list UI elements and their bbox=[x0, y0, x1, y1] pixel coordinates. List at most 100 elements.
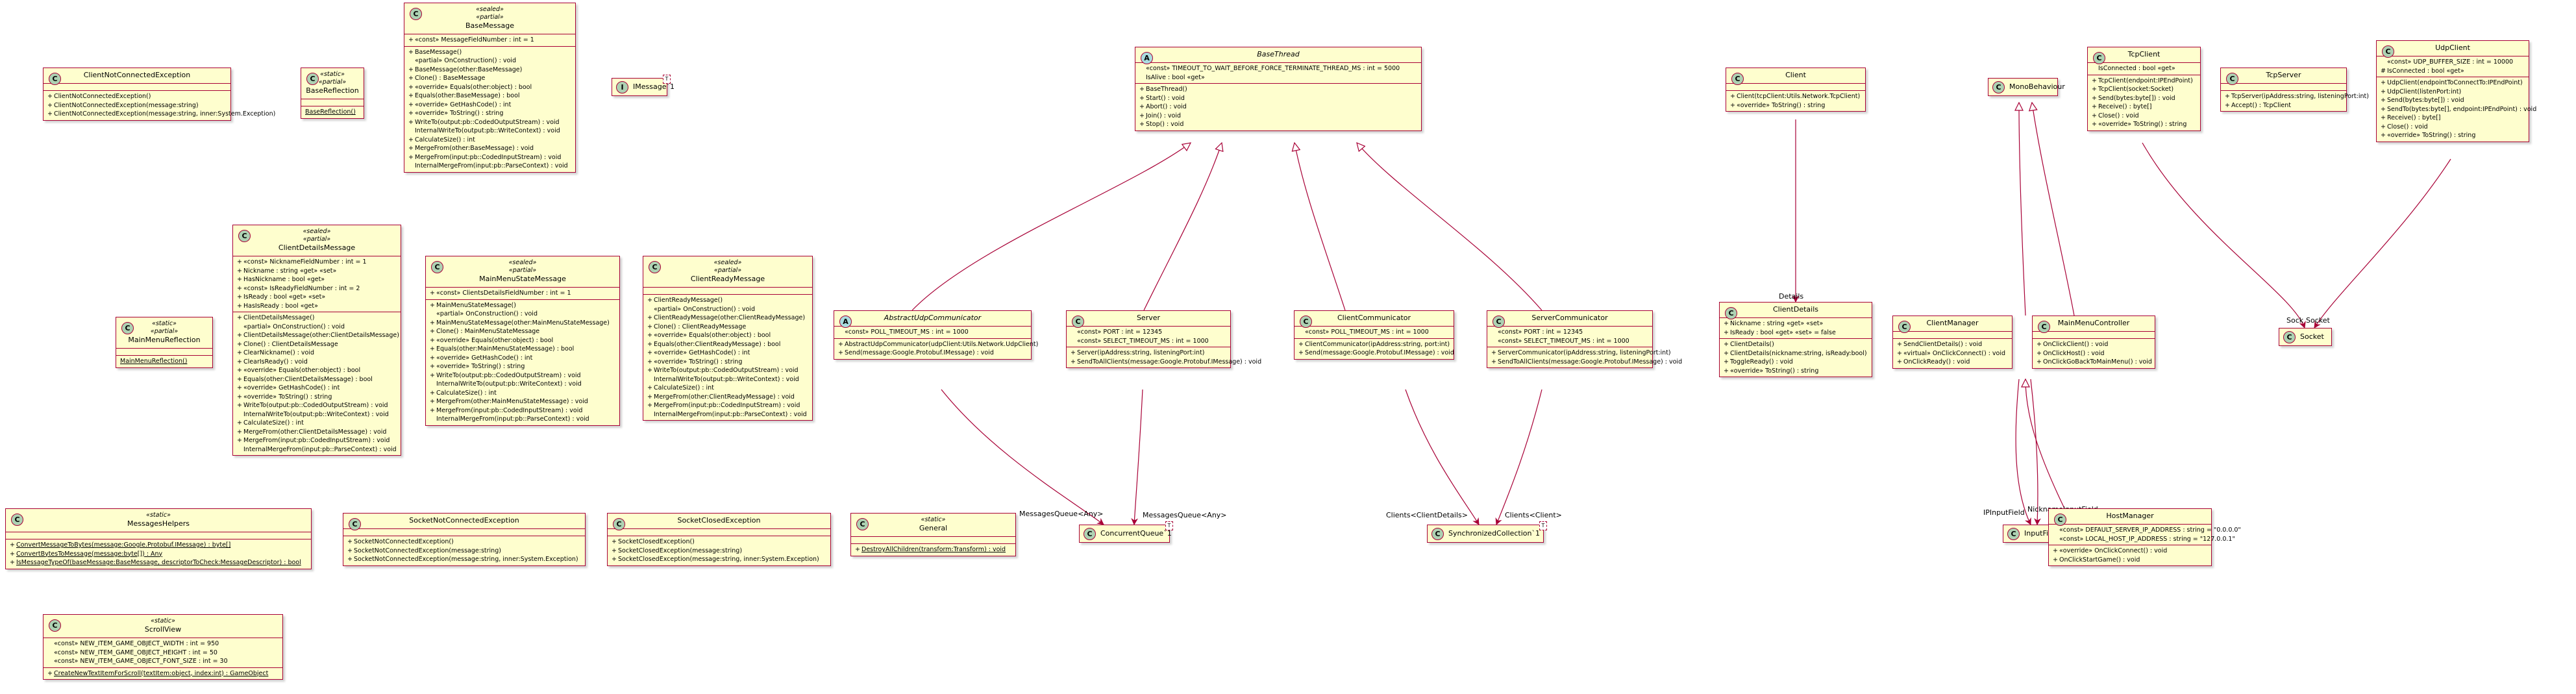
class-name: MainMenuController bbox=[2057, 319, 2130, 327]
methods-section: +DestroyAllChildren(transform:Transform)… bbox=[851, 543, 1015, 556]
class-icon: C bbox=[1492, 316, 1505, 328]
class-icon: C bbox=[2226, 73, 2238, 85]
method-row: +Close() : void bbox=[2381, 123, 2428, 130]
fields-section: «const» UDP_BUFFER_SIZE : int = 10000 #I… bbox=[2377, 56, 2529, 77]
class-abstract-udp-communicator[interactable]: A AbstractUdpCommunicator «const» POLL_T… bbox=[834, 310, 1038, 360]
interface-imessage-1[interactable]: I IMessage`1 T bbox=[612, 75, 675, 96]
method-row: +ClientDetailsMessage() bbox=[237, 314, 315, 321]
class-icon: C bbox=[613, 518, 625, 530]
methods-section: +AbstractUdpCommunicator(udpClient:Utils… bbox=[834, 338, 1038, 359]
fields-section: «const» POLL_TIMEOUT_MS : int = 1000 bbox=[834, 326, 1031, 338]
class-name: ClientReadyMessage bbox=[690, 275, 765, 283]
class-client-details-message[interactable]: C «sealed» «partial» ClientDetailsMessag… bbox=[232, 225, 401, 456]
class-mono-behaviour[interactable]: C MonoBehaviour bbox=[1988, 78, 2065, 96]
class-name: ConcurrentQueue`1 bbox=[1100, 529, 1172, 538]
stereotype: «sealed» bbox=[713, 259, 742, 266]
method-row: InternalWriteTo(output:pb::WriteContext)… bbox=[436, 380, 582, 388]
method-row: +CreateNewTextItemForScroll(textItem:obj… bbox=[47, 669, 269, 677]
class-base-message[interactable]: C «sealed» «partial» BaseMessage +«const… bbox=[404, 3, 576, 173]
method-row: +DestroyAllChildren(transform:Transform)… bbox=[855, 546, 1006, 553]
class-name: Server bbox=[1136, 314, 1161, 322]
class-icon: C bbox=[410, 8, 422, 20]
class-main-menu-controller[interactable]: C MainMenuController +OnClickClient() : … bbox=[2032, 316, 2155, 369]
stereotype: «partial» bbox=[150, 328, 179, 335]
methods-section: +ClientNotConnectedException() +ClientNo… bbox=[43, 90, 276, 120]
class-udp-client[interactable]: C UdpClient «const» UDP_BUFFER_SIZE : in… bbox=[2376, 40, 2536, 142]
fields-section: «const» DEFAULT_SERVER_IP_ADDRESS : stri… bbox=[2049, 524, 2241, 545]
class-client-manager[interactable]: C ClientManager +SendClientDetails() : v… bbox=[1892, 316, 2012, 369]
class-base-reflection[interactable]: C «static» «partial» BaseReflection Base… bbox=[301, 68, 364, 119]
methods-section: +TcpClient(endpoint:IPEndPoint) +TcpClie… bbox=[2088, 74, 2200, 130]
edge-abstractudpcommunicator-concurrentqueue bbox=[941, 389, 1104, 525]
class-host-manager-box[interactable]: C HostManager «const» DEFAULT_SERVER_IP_… bbox=[2048, 508, 2241, 566]
method-row: +Join() : void bbox=[1139, 112, 1182, 119]
method-row: +«override» ToString() : string bbox=[237, 393, 332, 401]
fields-section: IsConnected : bool «get» bbox=[2088, 62, 2200, 75]
method-row: +MergeFrom(other:BaseMessage) : void bbox=[408, 145, 534, 152]
class-tcp-client[interactable]: C TcpClient IsConnected : bool «get» +Tc… bbox=[2087, 47, 2201, 131]
class-client-details[interactable]: C ClientDetails +Nickname : string «get»… bbox=[1719, 302, 1872, 377]
field-row: «const» LOCAL_HOST_IP_ADDRESS : string =… bbox=[2059, 535, 2235, 543]
class-icon: C bbox=[431, 261, 443, 273]
class-client-communicator[interactable]: C ClientCommunicator «const» POLL_TIMEOU… bbox=[1294, 310, 1454, 360]
class-base-thread[interactable]: A BaseThread «const» TIMEOUT_TO_WAIT_BEF… bbox=[1135, 47, 1422, 131]
field-row: «const» NEW_ITEM_GAME_OBJECT_WIDTH : int… bbox=[54, 640, 219, 647]
class-messages-helpers[interactable]: C «static» MessagesHelpers +ConvertMessa… bbox=[5, 508, 312, 569]
edge-servercommunicator-synchronizedcollection bbox=[1495, 389, 1542, 526]
edge-udpclient-socket bbox=[2314, 158, 2451, 328]
method-row: +«override» ToString() : string bbox=[647, 358, 743, 366]
class-socket-closed-exception[interactable]: C SocketClosedException +SocketClosedExc… bbox=[607, 513, 831, 566]
edge-clientmanager-monobehaviour bbox=[2019, 103, 2026, 316]
class-main-menu-reflection[interactable]: C «static» «partial» MainMenuReflection … bbox=[116, 317, 213, 368]
class-general[interactable]: C «static» General +DestroyAllChildren(t… bbox=[850, 513, 1016, 556]
class-socket-not-connected-exception[interactable]: C SocketNotConnectedException +SocketNot… bbox=[343, 513, 586, 566]
methods-section: +CreateNewTextItemForScroll(textItem:obj… bbox=[43, 667, 282, 680]
class-name: TcpClient bbox=[2127, 50, 2161, 58]
class-server-communicator[interactable]: C ServerCommunicator «const» PORT : int … bbox=[1487, 310, 1682, 368]
class-server[interactable]: C Server «const» PORT : int = 12345 «con… bbox=[1066, 310, 1261, 368]
method-row: +TcpClient(socket:Socket) bbox=[2092, 86, 2174, 93]
class-name: ScrollView bbox=[144, 625, 182, 634]
class-client[interactable]: C Client +Client(tcpClient:Utils.Network… bbox=[1726, 68, 1866, 112]
edge-label-details: Details bbox=[1779, 292, 1804, 301]
class-name: ServerCommunicator bbox=[1531, 314, 1608, 322]
stereotype: «sealed» bbox=[476, 6, 504, 13]
class-client-ready-message[interactable]: C «sealed» «partial» ClientReadyMessage … bbox=[643, 256, 813, 421]
method-row: +Accept() : TcpClient bbox=[2225, 101, 2291, 109]
class-socket[interactable]: C Socket bbox=[2279, 328, 2332, 346]
class-name: MainMenuReflection bbox=[128, 336, 201, 344]
method-row: +«override» ToString() : string bbox=[1724, 367, 1819, 375]
method-row: +SocketNotConnectedException(message:str… bbox=[347, 556, 578, 563]
stereotype: «partial» bbox=[318, 79, 347, 86]
class-name: HostManager bbox=[2106, 512, 2154, 520]
class-name: ClientCommunicator bbox=[1337, 314, 1411, 322]
method-row: +MergeFrom(other:ClientReadyMessage) : v… bbox=[647, 393, 795, 401]
method-row: InternalMergeFrom(input:pb::ParseContext… bbox=[654, 410, 807, 418]
class-name: MainMenuStateMessage bbox=[479, 275, 566, 283]
method-row: +«override» ToString() : string bbox=[2092, 121, 2187, 128]
field-row: +«const» ClientsDetailsFieldNumber : int… bbox=[430, 290, 571, 297]
stereotype: «sealed» bbox=[508, 259, 537, 266]
edge-clientcommunicator-synchronizedcollection bbox=[1405, 389, 1480, 525]
class-scroll-view[interactable]: C «static» ScrollView «const» NEW_ITEM_G… bbox=[43, 614, 283, 680]
class-client-not-connected-exception[interactable]: C ClientNotConnectedException +ClientNot… bbox=[43, 68, 276, 121]
class-synchronized-collection-1[interactable]: C SynchronizedCollection`1 T bbox=[1427, 521, 1547, 543]
field-row: «const» UDP_BUFFER_SIZE : int = 10000 bbox=[2387, 58, 2514, 66]
class-main-menu-state-message[interactable]: C «sealed» «partial» MainMenuStateMessag… bbox=[425, 256, 620, 426]
method-row: +ClearNickname() : void bbox=[237, 349, 315, 356]
class-icon: C bbox=[306, 73, 319, 85]
method-row: +Close() : void bbox=[2092, 112, 2139, 119]
generic-parameter: T bbox=[1165, 521, 1173, 530]
class-concurrent-queue-1[interactable]: C ConcurrentQueue`1 T bbox=[1079, 521, 1173, 543]
methods-section: +Server(ipAddress:string, listeningPort:… bbox=[1067, 347, 1261, 367]
fields-section: +«const» MessageFieldNumber : int = 1 bbox=[404, 34, 575, 46]
methods-section: +ClientDetailsMessage() «partial» OnCons… bbox=[233, 312, 401, 455]
class-tcp-server[interactable]: C TcpServer +TcpServer(ipAddress:string,… bbox=[2220, 68, 2369, 112]
class-icon: C bbox=[1731, 73, 1744, 85]
class-name: UdpClient bbox=[2435, 43, 2470, 52]
method-row: InternalWriteTo(output:pb::WriteContext)… bbox=[654, 375, 799, 383]
method-row: «partial» OnConstruction() : void bbox=[415, 57, 516, 64]
method-row: +ClientNotConnectedException(message:str… bbox=[47, 110, 276, 118]
